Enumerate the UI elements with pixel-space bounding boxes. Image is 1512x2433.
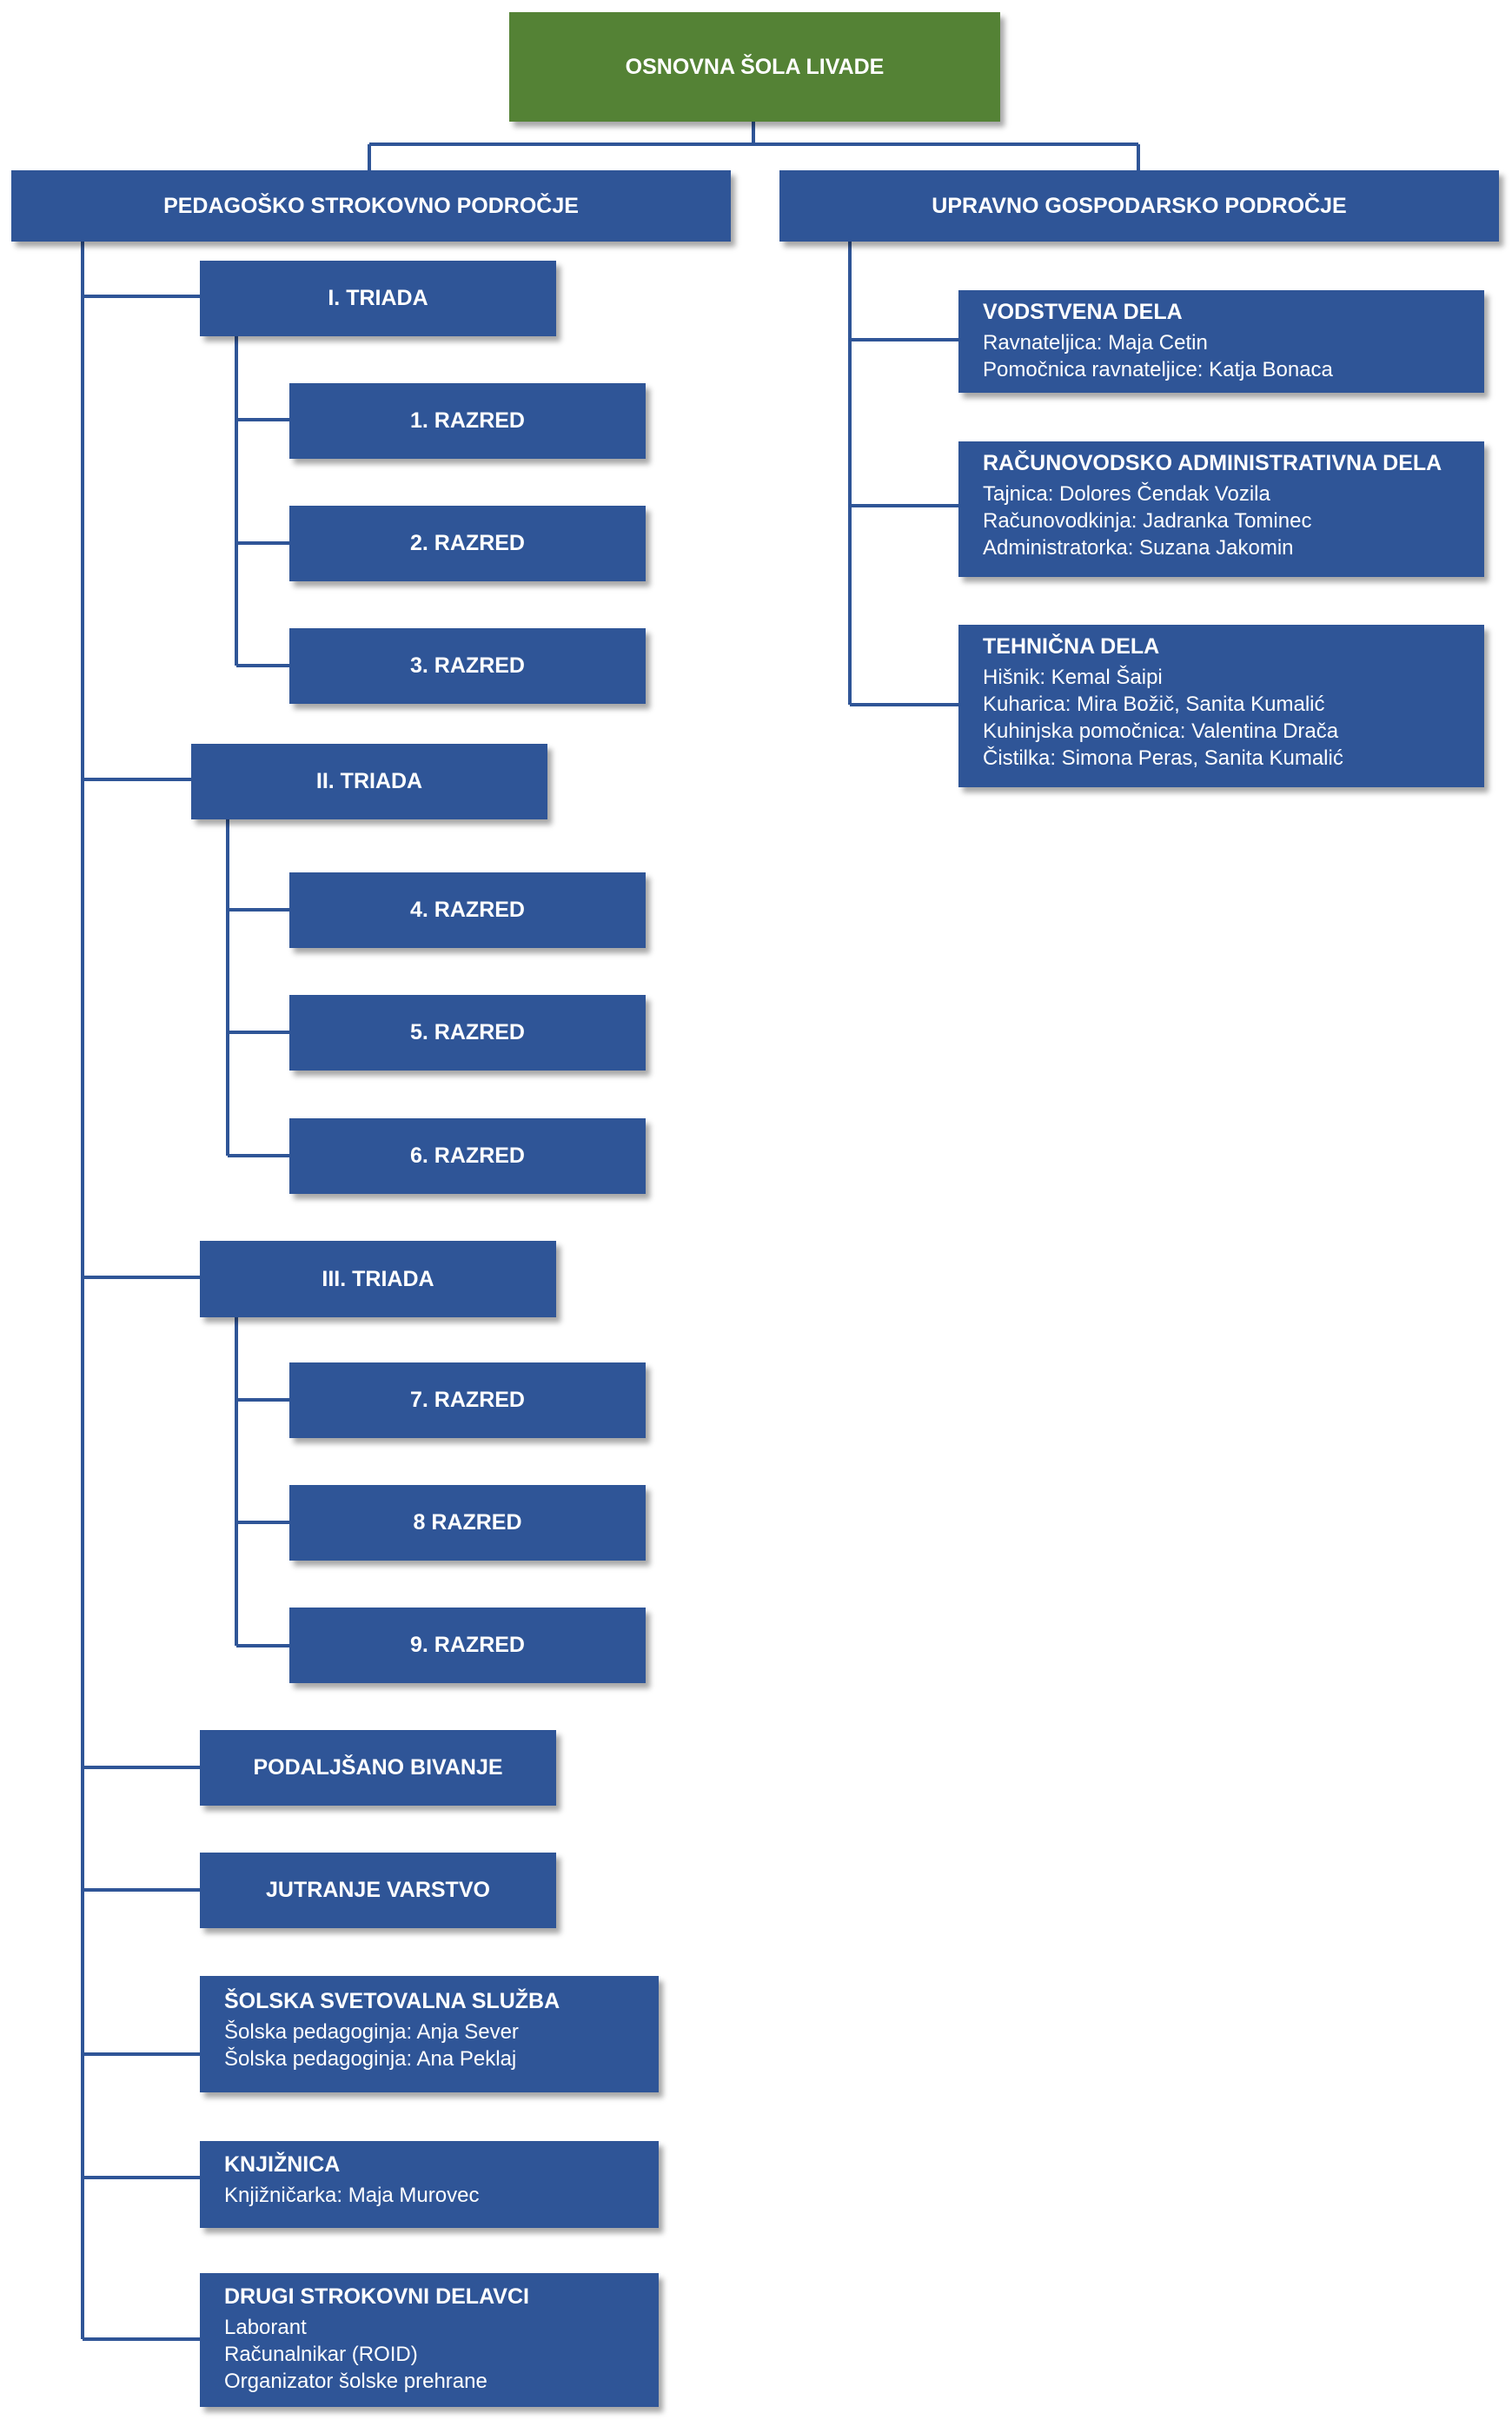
root-box: OSNOVNA ŠOLA LIVADE <box>509 12 1000 122</box>
razred-7-label: 7. RAZRED <box>410 1388 525 1412</box>
racunovodska-dela-line: Računovodkinja: Jadranka Tominec <box>983 509 1312 533</box>
razred-4-label: 4. RAZRED <box>410 898 525 922</box>
knjiznica-title: KNJIŽNICA <box>224 2152 341 2177</box>
tehnicna-dela-title: TEHNIČNA DELA <box>983 634 1160 659</box>
vodstvena-dela-title: VODSTVENA DELA <box>983 300 1183 324</box>
racunovodska-dela-line: Administratorka: Suzana Jakomin <box>983 536 1294 560</box>
razred-1-box: 1. RAZRED <box>289 383 646 459</box>
jutranje-varstvo-box: JUTRANJE VARSTVO <box>200 1853 556 1928</box>
drugi-delavci-box: DRUGI STROKOVNI DELAVCI Laborant Računal… <box>200 2273 659 2407</box>
tehnicna-dela-line: Kuharica: Mira Božič, Sanita Kumalić <box>983 693 1325 716</box>
razred-5-box: 5. RAZRED <box>289 995 646 1071</box>
razred-9-box: 9. RAZRED <box>289 1608 646 1683</box>
right-header-label: UPRAVNO GOSPODARSKO PODROČJE <box>932 193 1347 218</box>
drugi-delavci-line: Računalnikar (ROID) <box>224 2343 418 2366</box>
razred-6-box: 6. RAZRED <box>289 1118 646 1194</box>
drugi-delavci-line: Laborant <box>224 2316 307 2339</box>
right-header-box: UPRAVNO GOSPODARSKO PODROČJE <box>779 170 1499 242</box>
triada-3-box: III. TRIADA <box>200 1241 556 1317</box>
root-label: OSNOVNA ŠOLA LIVADE <box>625 54 885 79</box>
tehnicna-dela-box: TEHNIČNA DELA Hišnik: Kemal Šaipi Kuhari… <box>958 625 1484 787</box>
vodstvena-dela-line: Pomočnica ravnateljice: Katja Bonaca <box>983 358 1333 381</box>
razred-4-box: 4. RAZRED <box>289 872 646 948</box>
razred-5-label: 5. RAZRED <box>410 1020 525 1044</box>
drugi-delavci-title: DRUGI STROKOVNI DELAVCI <box>224 2284 529 2309</box>
drugi-delavci-line: Organizator šolske prehrane <box>224 2370 487 2393</box>
razred-3-label: 3. RAZRED <box>410 653 525 678</box>
razred-9-label: 9. RAZRED <box>410 1633 525 1657</box>
razred-3-box: 3. RAZRED <box>289 628 646 704</box>
vodstvena-dela-box: VODSTVENA DELA Ravnateljica: Maja Cetin … <box>958 290 1484 393</box>
racunovodska-dela-box: RAČUNOVODSKO ADMINISTRATIVNA DELA Tajnic… <box>958 441 1484 577</box>
razred-2-box: 2. RAZRED <box>289 506 646 581</box>
knjiznica-box: KNJIŽNICA Knjižničarka: Maja Murovec <box>200 2141 659 2228</box>
svetovalna-sluzba-title: ŠOLSKA SVETOVALNA SLUŽBA <box>224 1989 560 2013</box>
podaljsano-bivanje-box: PODALJŠANO BIVANJE <box>200 1730 556 1806</box>
connector-root <box>368 122 1140 170</box>
razred-8-label: 8 RAZRED <box>413 1510 522 1535</box>
triada-3-label: III. TRIADA <box>322 1266 434 1291</box>
svetovalna-sluzba-line: Šolska pedagoginja: Anja Sever <box>224 2020 519 2044</box>
racunovodska-dela-title: RAČUNOVODSKO ADMINISTRATIVNA DELA <box>983 451 1442 475</box>
razred-2-label: 2. RAZRED <box>410 531 525 555</box>
triada-2-label: II. TRIADA <box>315 769 423 793</box>
razred-7-box: 7. RAZRED <box>289 1362 646 1438</box>
connector-triada-1 <box>235 336 289 667</box>
triada-1-box: I. TRIADA <box>200 261 556 336</box>
jutranje-varstvo-label: JUTRANJE VARSTVO <box>266 1878 490 1902</box>
svetovalna-sluzba-line: Šolska pedagoginja: Ana Peklaj <box>224 2047 517 2071</box>
left-header-label: PEDAGOŠKO STROKOVNO PODROČJE <box>163 193 579 218</box>
tehnicna-dela-line: Kuhinjska pomočnica: Valentina Drača <box>983 719 1339 743</box>
triada-1-label: I. TRIADA <box>328 286 428 310</box>
tehnicna-dela-line: Čistilka: Simona Peras, Sanita Kumalić <box>983 746 1343 770</box>
knjiznica-line: Knjižničarka: Maja Murovec <box>224 2184 480 2207</box>
connector-right-trunk <box>848 242 958 706</box>
connector-triada-3 <box>235 1317 289 1647</box>
triada-2-box: II. TRIADA <box>191 744 547 819</box>
connector-triada-2 <box>226 819 289 1157</box>
svetovalna-sluzba-box: ŠOLSKA SVETOVALNA SLUŽBA Šolska pedagogi… <box>200 1976 659 2092</box>
razred-1-label: 1. RAZRED <box>410 408 525 433</box>
razred-6-label: 6. RAZRED <box>410 1144 525 1168</box>
racunovodska-dela-line: Tajnica: Dolores Čendak Vozila <box>983 482 1270 506</box>
vodstvena-dela-line: Ravnateljica: Maja Cetin <box>983 331 1208 355</box>
left-header-box: PEDAGOŠKO STROKOVNO PODROČJE <box>11 170 731 242</box>
podaljsano-bivanje-label: PODALJŠANO BIVANJE <box>253 1755 503 1780</box>
connector-left-branches <box>83 295 200 2341</box>
tehnicna-dela-line: Hišnik: Kemal Šaipi <box>983 666 1163 689</box>
razred-8-box: 8 RAZRED <box>289 1485 646 1561</box>
